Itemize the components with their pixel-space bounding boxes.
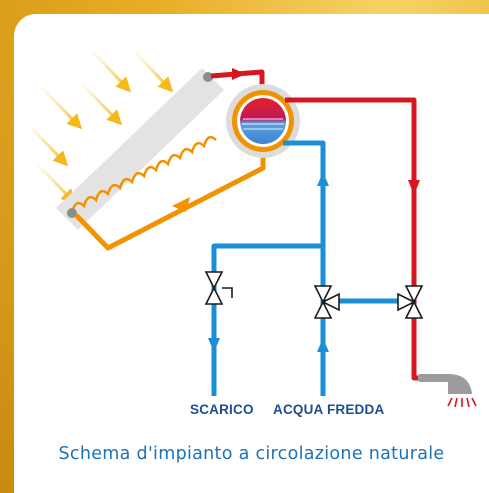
drain-valve [204, 271, 233, 305]
hot-flow-arrow-1 [232, 68, 246, 80]
cold-water-label: ACQUA FREDDA [273, 402, 384, 417]
shower-head-icon [418, 374, 477, 408]
sun-rays [28, 50, 174, 205]
drain-flow-arrow [208, 338, 220, 352]
diagram-caption: Schema d'impianto a circolazione natural… [58, 444, 445, 464]
sun-ray-2 [133, 50, 174, 93]
cold-inlet-arrow [317, 338, 329, 352]
drain-branch-line [211, 243, 323, 396]
sun-ray-4 [80, 82, 123, 126]
sun-ray-6 [36, 163, 77, 205]
storage-tank [226, 84, 300, 158]
mixing-valve [397, 285, 424, 319]
sun-ray-5 [28, 124, 69, 167]
collector-bottom-connector [67, 208, 77, 218]
absorber-coil [70, 135, 217, 213]
sun-ray-1 [91, 50, 132, 93]
cold-flow-arrow-up [317, 172, 329, 186]
solar-collector [56, 68, 224, 230]
drain-label: SCARICO [190, 402, 254, 417]
hot-flow-arrow-2 [408, 180, 420, 195]
cold-feed-to-tank [283, 140, 326, 246]
sun-ray-3 [40, 86, 83, 130]
cold-water-valve [313, 285, 340, 319]
return-flow-arrow [172, 197, 190, 212]
collector-top-connector [203, 72, 213, 82]
